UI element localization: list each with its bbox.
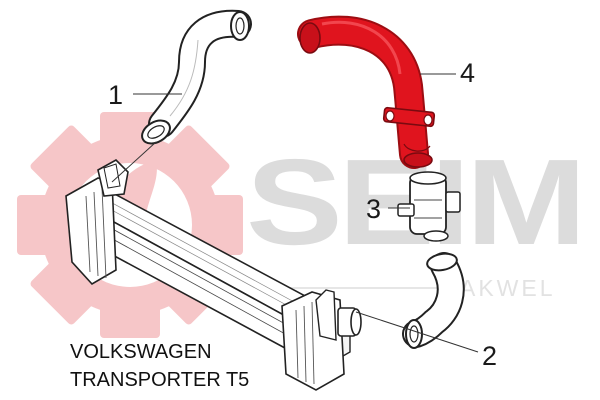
part-2-hose[interactable] <box>402 252 465 349</box>
watermark-sub: AKWEL <box>460 275 556 301</box>
callout-4-label: 4 <box>460 58 475 88</box>
part-3-connector[interactable] <box>397 171 461 242</box>
vehicle-model: TRANSPORTER T5 <box>70 369 250 391</box>
leader-lines <box>111 73 479 353</box>
callout-1-label: 1 <box>108 80 123 110</box>
vehicle-make: VOLKSWAGEN <box>70 341 212 363</box>
part-4-hose[interactable] <box>297 15 436 169</box>
callout-2-label: 2 <box>482 341 497 371</box>
part-1-hose[interactable] <box>138 9 252 148</box>
intercooler[interactable] <box>65 159 362 391</box>
leader-2 <box>355 311 479 353</box>
leader-1b <box>111 141 157 183</box>
callout-3-label: 3 <box>366 194 381 224</box>
